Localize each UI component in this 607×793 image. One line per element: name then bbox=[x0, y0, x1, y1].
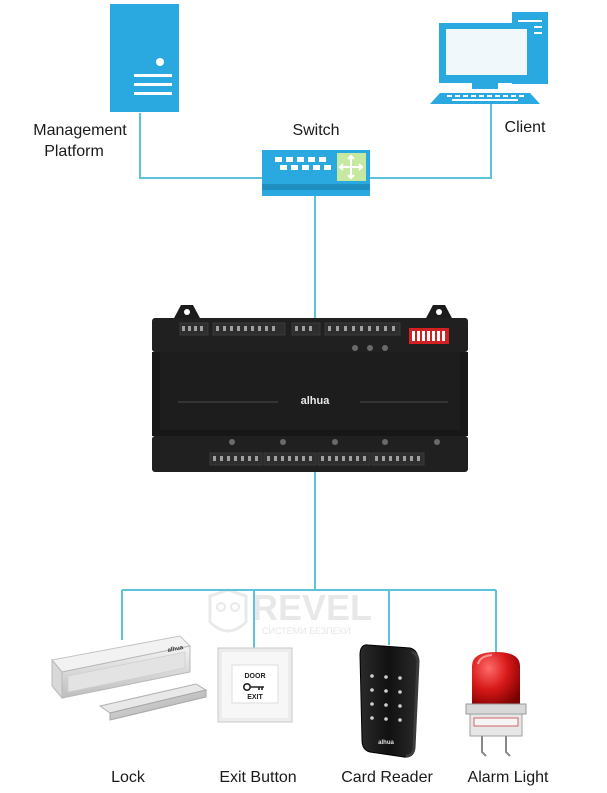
lock-brand-logo: alhua bbox=[167, 645, 184, 654]
connector-client-switch bbox=[370, 103, 492, 179]
card-reader-node: alhua Card Reader bbox=[341, 644, 433, 786]
card-reader-label: Card Reader bbox=[341, 769, 433, 786]
watermark: REVEL СИСТЕМИ БЕЗПЕКИ bbox=[208, 587, 372, 636]
controller-brand-logo: alhua bbox=[301, 395, 331, 407]
management-platform-node: Management Platform bbox=[33, 4, 179, 160]
card-reader-brand-logo: alhua bbox=[378, 740, 394, 746]
exit-button-plate-icon: DOOR EXIT bbox=[217, 647, 293, 723]
key-icon bbox=[243, 682, 264, 691]
owl-logo-icon bbox=[208, 588, 248, 633]
connectors bbox=[121, 103, 497, 652]
watermark-subtitle: СИСТЕМИ БЕЗПЕКИ bbox=[262, 626, 350, 636]
network-switch-icon bbox=[262, 150, 370, 196]
watermark-title: REVEL bbox=[252, 587, 372, 628]
switch-label: Switch bbox=[292, 122, 339, 139]
lock-node: alhua Lock bbox=[51, 635, 208, 786]
client-node: Client bbox=[430, 12, 548, 136]
connector-platform-switch bbox=[139, 113, 262, 179]
client-label: Client bbox=[505, 119, 546, 136]
lock-label: Lock bbox=[111, 769, 146, 786]
dip-switch-icon bbox=[409, 328, 449, 344]
management-platform-label-line2: Platform bbox=[44, 143, 104, 160]
exit-button-label: Exit Button bbox=[219, 769, 296, 786]
exit-plate-line1: DOOR bbox=[245, 673, 266, 680]
switch-node: Switch bbox=[262, 122, 370, 196]
management-platform-label-line1: Management bbox=[33, 122, 127, 139]
server-icon bbox=[110, 4, 179, 112]
alarm-light-label: Alarm Light bbox=[468, 769, 549, 786]
access-controller-node: alhua bbox=[152, 305, 468, 472]
card-reader-icon: alhua bbox=[359, 644, 420, 758]
magnetic-lock-icon: alhua bbox=[51, 635, 208, 721]
exit-button-node: DOOR EXIT Exit Button bbox=[217, 647, 297, 786]
alarm-beacon-icon bbox=[465, 652, 527, 757]
alarm-light-node: Alarm Light bbox=[465, 652, 549, 786]
exit-plate-line2: EXIT bbox=[247, 694, 263, 701]
desktop-computer-icon bbox=[430, 12, 548, 104]
